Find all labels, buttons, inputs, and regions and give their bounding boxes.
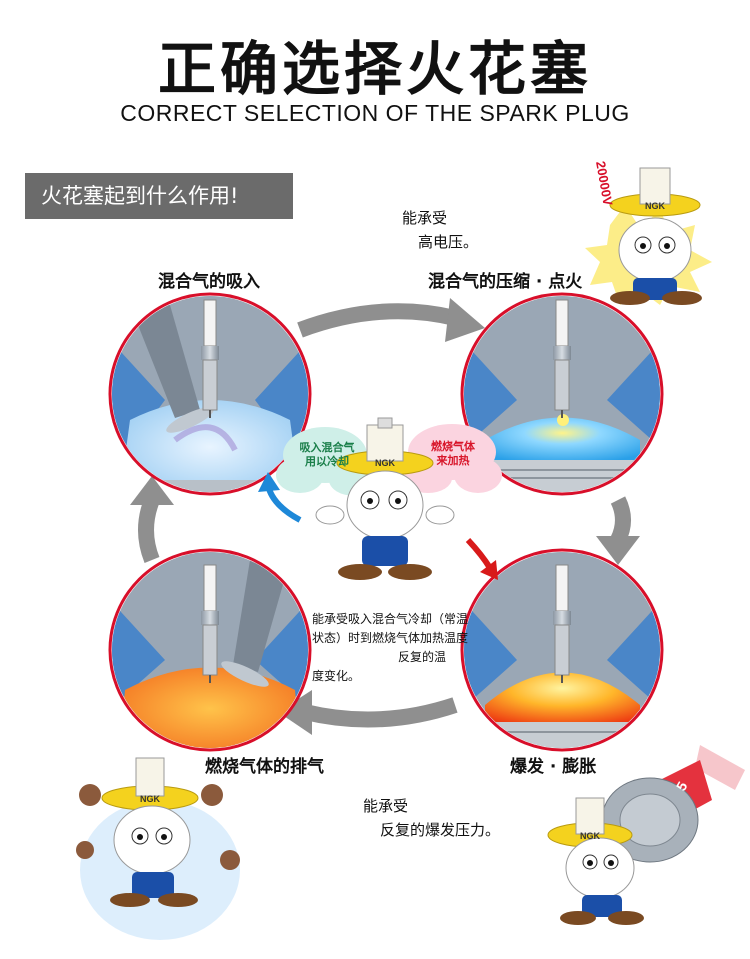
stage-label-exhaust: 燃烧气体的排气: [205, 757, 324, 777]
center-note-line4: 度变化。: [312, 669, 361, 683]
stage-label-intake: 混合气的吸入: [158, 272, 260, 292]
cool-arrow: [258, 472, 302, 523]
center-note-line2: 状态）时到燃烧气体加热温度: [312, 631, 469, 645]
heat-bubble-text: 燃烧气体 来加热: [422, 440, 484, 468]
voltage-mascot: [585, 167, 712, 305]
center-mascot-brand: NGK: [375, 458, 396, 468]
arrow-left: [138, 497, 160, 563]
stage-label-combustion: 爆发 · 膨胀: [510, 757, 597, 777]
heat-bubble-line2: 来加热: [436, 454, 470, 467]
page-title: 正确选择火花塞: [157, 35, 592, 103]
arrow-top: [297, 303, 457, 338]
arrow-right: [610, 496, 631, 544]
voltage-label: 20000V: [593, 160, 616, 207]
center-mascot: [315, 417, 455, 580]
heat-bubble-line1: 燃烧气体: [431, 440, 475, 453]
exhaust-mascot-brand: NGK: [140, 794, 161, 804]
hot-arrow: [465, 537, 498, 580]
note-top-line1: 能承受: [402, 209, 448, 227]
cool-bubble-line2: 用以冷却: [305, 455, 349, 468]
center-note: 能承受吸入混合气冷却（常温 状态）时到燃烧气体加热温度 反复的温 度变化。: [312, 610, 482, 686]
note-bottom-line2: 反复的爆发压力。: [380, 821, 501, 839]
note-bottom-line1: 能承受: [363, 797, 409, 815]
note-top-line2: 高电压。: [418, 233, 479, 251]
arrow-bottom: [303, 697, 458, 728]
cool-bubble-text: 吸入混合气 用以冷却: [296, 441, 358, 469]
center-note-line1: 能承受吸入混合气冷却（常温: [312, 612, 469, 626]
center-note-line3: 反复的温: [398, 650, 447, 664]
spark-plugs: [201, 299, 571, 683]
pressure-mascot-brand: NGK: [580, 831, 601, 841]
voltage-mascot-brand: NGK: [645, 201, 666, 211]
page-subtitle: CORRECT SELECTION OF THE SPARK PLUG: [120, 100, 630, 126]
section-badge: 火花塞起到什么作用!: [25, 173, 293, 219]
stage-label-compression: 混合气的压缩 · 点火: [428, 272, 583, 292]
cycle-arrowheads: [130, 298, 640, 735]
pressure-mascot: [547, 745, 745, 925]
exhaust-mascot: [76, 757, 240, 940]
cool-bubble-line1: 吸入混合气: [299, 441, 355, 454]
